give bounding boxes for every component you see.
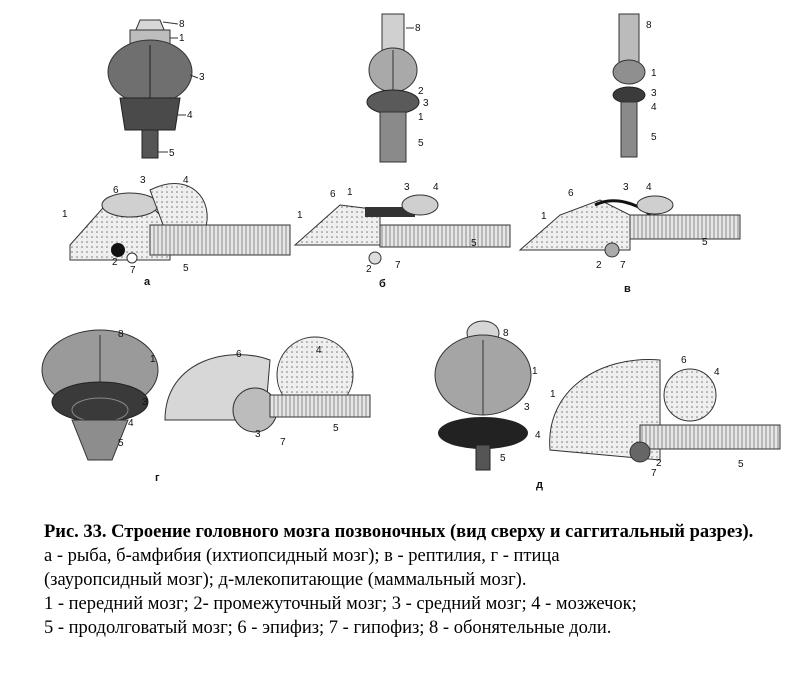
svg-text:1: 1 <box>541 211 547 222</box>
svg-text:2: 2 <box>366 264 372 275</box>
svg-text:7: 7 <box>395 260 401 271</box>
reptile-sagittal-view <box>518 195 741 258</box>
svg-text:8: 8 <box>503 328 509 339</box>
fish-dorsal-view <box>107 19 199 159</box>
svg-text:г: г <box>155 472 160 484</box>
svg-text:2: 2 <box>418 86 424 97</box>
svg-text:5: 5 <box>471 238 477 249</box>
svg-text:7: 7 <box>280 437 286 448</box>
svg-text:в: в <box>624 283 631 295</box>
svg-text:2: 2 <box>656 458 662 469</box>
mammal-dorsal-view <box>434 320 532 471</box>
fish-sagittal-view <box>69 183 291 264</box>
svg-text:6: 6 <box>330 189 336 200</box>
part-labels: 8 1 3 4 5 8 2 3 1 5 8 1 3 4 5 6 3 4 1 2 … <box>62 19 744 479</box>
svg-text:4: 4 <box>646 182 652 193</box>
svg-text:б: б <box>379 278 386 290</box>
svg-text:7: 7 <box>651 468 657 479</box>
brain-figure: 8 1 3 4 5 8 2 3 1 5 8 1 3 4 5 6 3 4 1 2 … <box>41 13 781 491</box>
svg-text:5: 5 <box>118 438 124 449</box>
svg-text:8: 8 <box>179 19 185 30</box>
bird-dorsal-view <box>41 329 159 461</box>
svg-text:3: 3 <box>255 429 261 440</box>
svg-text:5: 5 <box>333 423 339 434</box>
svg-text:5: 5 <box>183 263 189 274</box>
svg-text:4: 4 <box>128 418 134 429</box>
svg-text:1: 1 <box>150 354 156 365</box>
caption-line-4: 5 - продолговатый мозг; 6 - эпифиз; 7 - … <box>44 618 612 638</box>
amphibian-dorsal-view <box>366 13 420 163</box>
svg-text:6: 6 <box>681 355 687 366</box>
svg-text:6: 6 <box>568 188 574 199</box>
svg-text:4: 4 <box>651 102 657 113</box>
figure-caption: Рис. 33. Строение головного мозга позвон… <box>44 520 784 640</box>
svg-text:2: 2 <box>596 260 602 271</box>
amphibian-sagittal-view <box>293 194 511 265</box>
svg-text:7: 7 <box>620 260 626 271</box>
svg-text:4: 4 <box>714 367 720 378</box>
svg-text:4: 4 <box>316 345 322 356</box>
svg-text:д: д <box>536 479 543 491</box>
svg-text:4: 4 <box>535 430 541 441</box>
svg-text:5: 5 <box>418 138 424 149</box>
svg-text:2: 2 <box>112 257 118 268</box>
mammal-sagittal-view <box>549 359 781 463</box>
svg-text:1: 1 <box>297 210 303 221</box>
svg-text:1: 1 <box>347 187 353 198</box>
svg-text:1: 1 <box>62 209 68 220</box>
svg-text:5: 5 <box>651 132 657 143</box>
svg-text:6: 6 <box>113 185 119 196</box>
svg-text:1: 1 <box>179 33 185 44</box>
svg-text:3: 3 <box>404 182 410 193</box>
svg-text:5: 5 <box>500 453 506 464</box>
svg-text:8: 8 <box>415 23 421 34</box>
caption-line-2: (зауропсидный мозг); д-млекопитающие (ма… <box>44 570 527 590</box>
svg-text:4: 4 <box>433 182 439 193</box>
svg-text:1: 1 <box>550 389 556 400</box>
svg-text:4: 4 <box>183 175 189 186</box>
caption-line-1: а - рыба, б-амфибия (ихтиопсидный мозг);… <box>44 546 560 566</box>
svg-text:3: 3 <box>199 72 205 83</box>
svg-text:3: 3 <box>423 98 429 109</box>
svg-text:4: 4 <box>187 110 193 121</box>
bird-sagittal-view <box>164 336 371 433</box>
svg-text:1: 1 <box>651 68 657 79</box>
svg-text:3: 3 <box>524 402 530 413</box>
svg-text:5: 5 <box>702 237 708 248</box>
svg-text:3: 3 <box>140 175 146 186</box>
svg-text:5: 5 <box>169 148 175 159</box>
svg-text:8: 8 <box>118 329 124 340</box>
svg-text:а: а <box>144 276 151 288</box>
svg-text:3: 3 <box>651 88 657 99</box>
svg-text:8: 8 <box>646 20 652 31</box>
reptile-dorsal-view <box>612 13 646 158</box>
caption-line-3: 1 - передний мозг; 2- промежуточный мозг… <box>44 594 637 614</box>
svg-text:3: 3 <box>623 182 629 193</box>
caption-title: Рис. 33. Строение головного мозга позвон… <box>44 522 754 542</box>
svg-text:1: 1 <box>532 366 538 377</box>
svg-text:3: 3 <box>142 397 148 408</box>
svg-text:1: 1 <box>418 112 424 123</box>
svg-text:5: 5 <box>738 459 744 470</box>
subfigure-letters: а б в г д <box>144 276 631 491</box>
svg-text:7: 7 <box>130 265 136 276</box>
svg-text:6: 6 <box>236 349 242 360</box>
